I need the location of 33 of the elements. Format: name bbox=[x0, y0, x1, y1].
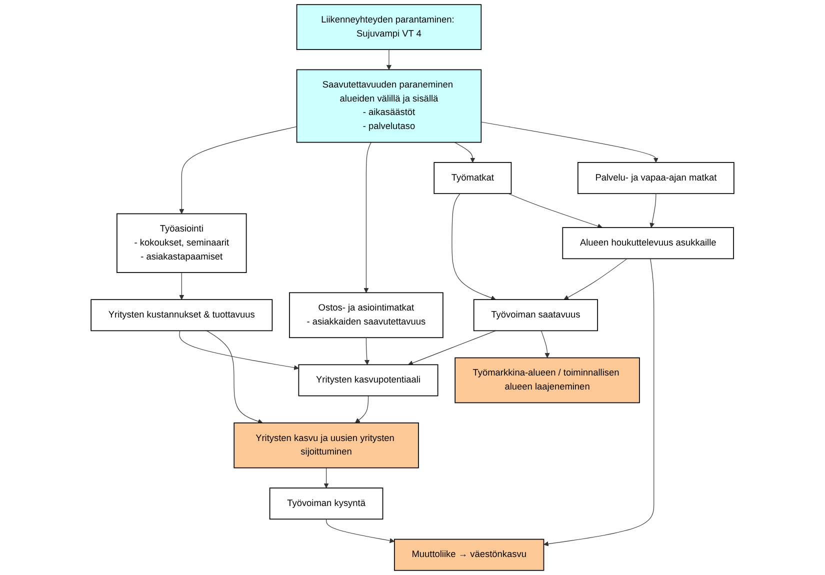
arrow bbox=[355, 396, 369, 424]
arrow bbox=[508, 193, 602, 228]
node-box: Työvoiman saatavuus bbox=[473, 299, 598, 332]
arrow bbox=[179, 126, 298, 214]
arrow bbox=[544, 258, 654, 546]
arrow bbox=[364, 142, 372, 293]
node-box: Työmarkkina-alueen / toiminnallisen alueen laajeneminen bbox=[454, 357, 640, 404]
arrow bbox=[324, 468, 329, 488]
node-box: Saavutettavuuden paraneminen alueiden välillä ja sisällä - aikasäästöt - palvelutaso bbox=[296, 69, 482, 143]
arrow bbox=[206, 330, 263, 424]
node-box: Yritysten kasvu ja uusien yritysten sijoittuminen bbox=[234, 422, 419, 468]
arrow bbox=[179, 330, 299, 370]
node-box: Alueen houkuttelevuus asukkaille bbox=[562, 227, 734, 260]
node-box: Työvoiman kysyntä bbox=[269, 488, 384, 520]
arrow bbox=[564, 258, 628, 300]
node-box: Yritysten kustannukset & tuottavuus bbox=[90, 299, 273, 332]
arrow bbox=[480, 122, 658, 163]
arrow bbox=[452, 193, 496, 300]
arrow bbox=[454, 142, 476, 163]
node-box: Palvelu- ja vapaa-ajan matkat bbox=[577, 162, 734, 194]
node-box: Yritysten kasvupotentiaali bbox=[298, 364, 438, 396]
arrow bbox=[386, 49, 392, 70]
node-box: Ostos- ja asiointimatkat - asiakkaiden saavutettavuus bbox=[289, 292, 444, 338]
arrow bbox=[364, 337, 370, 365]
arrow bbox=[540, 330, 550, 358]
arrow bbox=[408, 330, 496, 366]
arrow bbox=[650, 193, 656, 228]
node-box: Työmatkat bbox=[434, 162, 512, 194]
node-box: Työasiointi - kokoukset, seminaarit - asiakastapaamiset bbox=[116, 213, 247, 273]
node-box: Muuttoliike → väestönkasvu bbox=[394, 538, 544, 571]
node-box: Liikenneyhteyden parantaminen: Sujuvampi VT 4 bbox=[296, 4, 482, 50]
arrow bbox=[326, 518, 395, 544]
arrow bbox=[179, 272, 184, 300]
